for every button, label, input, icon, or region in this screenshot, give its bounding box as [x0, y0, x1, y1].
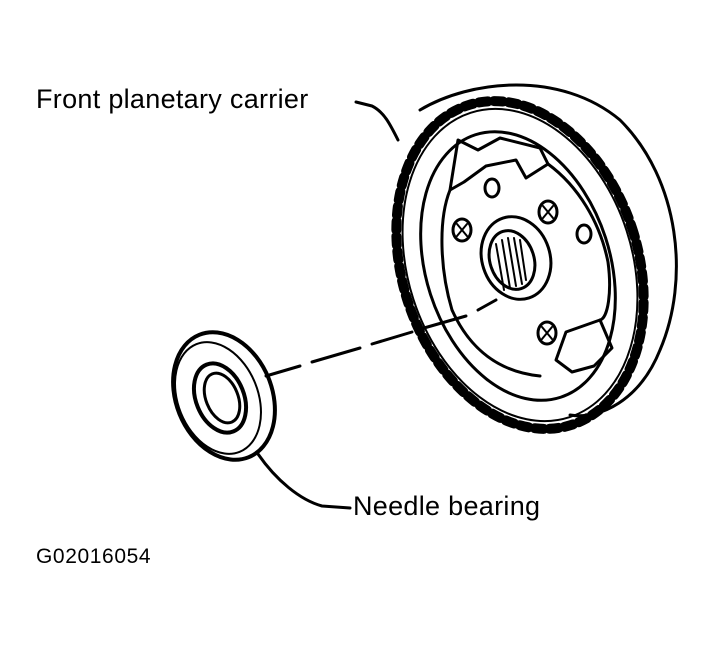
pinion-bolt-lower-right	[536, 320, 558, 346]
pinion-bolt-far-right	[575, 223, 593, 245]
needle-bearing	[171, 330, 277, 462]
carrier-inner-face	[419, 130, 617, 402]
assembly-center-line	[264, 298, 498, 378]
figure-id-label: G02016054	[36, 545, 152, 568]
carrier-window-lower	[554, 318, 614, 374]
needle-bearing-outer-lip	[174, 341, 262, 455]
leader-line-carrier	[354, 100, 400, 142]
carrier-ring-edge	[401, 107, 639, 423]
pinion-bolt-top	[483, 177, 501, 199]
pinion-bolt-right	[537, 199, 559, 225]
leader-line-bearing	[256, 452, 352, 510]
carrier-toothed-ring	[391, 96, 649, 434]
carrier-recess-right	[546, 162, 612, 322]
pinion-bolt-left	[451, 217, 473, 243]
carrier-hub	[479, 215, 553, 301]
carrier-outer-rim	[418, 83, 678, 418]
carrier-recess-left	[440, 188, 542, 378]
needle-bearing-label: Needle bearing	[353, 491, 541, 521]
carrier-window-upper	[448, 136, 550, 192]
needle-bearing-outer	[171, 330, 277, 462]
front-planetary-carrier	[391, 83, 678, 434]
needle-bearing-inner-race	[191, 361, 249, 435]
front-planetary-carrier-label: Front planetary carrier	[36, 84, 309, 114]
needle-bearing-bore	[202, 371, 242, 425]
